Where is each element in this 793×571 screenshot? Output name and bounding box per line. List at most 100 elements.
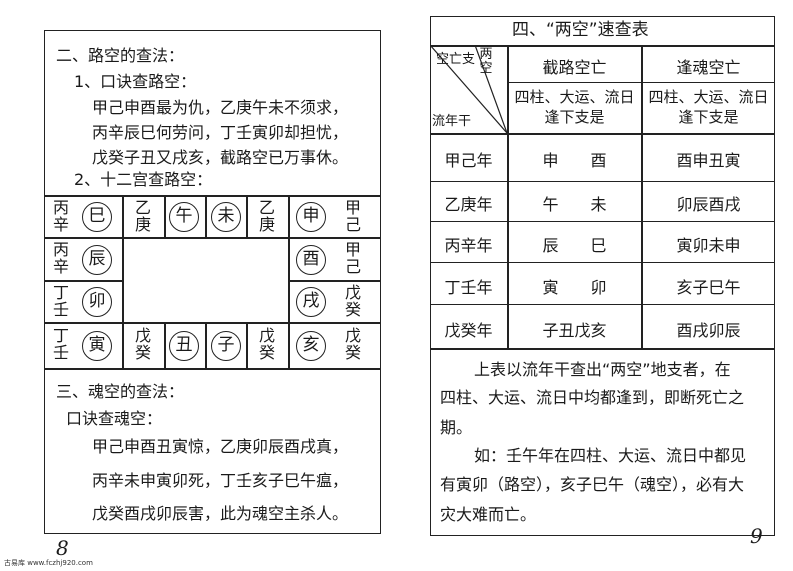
row-1-hun: 酉申丑寅 — [676, 151, 741, 170]
label-right-2: 戊癸 — [344, 283, 361, 319]
row-5-hun: 酉戌卯辰 — [676, 321, 741, 340]
verse-1-line-1: 甲己申酉最为仇，乙庚午未不须求， — [92, 98, 349, 117]
label-top-3: 乙庚 — [258, 198, 275, 234]
col-sub-hun: 四柱、大运、流日逢下支是 — [642, 87, 775, 127]
row-2-hun: 卯辰酉戌 — [676, 195, 741, 214]
grid-line-col-2b — [205, 322, 207, 368]
grid-line-right-r3 — [288, 322, 381, 324]
label-right-1: 甲己 — [344, 240, 361, 276]
branch-you: 酉 — [296, 245, 326, 275]
table-line-h3 — [430, 133, 775, 135]
grid-line-col-3b — [246, 322, 248, 368]
col-sub-lu: 四柱、大运、流日逢下支是 — [508, 87, 641, 127]
diag-label-mid: 空亡支 — [436, 52, 476, 67]
grid-line-col-1 — [164, 195, 166, 237]
grid-line-right-r1 — [288, 237, 381, 239]
col-header-lu: 截路空亡 — [542, 58, 607, 77]
grid-line-right-r2 — [288, 280, 381, 282]
table-line-h4 — [430, 181, 775, 183]
label-right-3: 戊癸 — [344, 326, 361, 362]
grid-line-inner-right — [288, 195, 290, 368]
branch-chou: 丑 — [169, 331, 199, 361]
label-top-2: 乙庚 — [134, 198, 151, 234]
row-2-lu: 午 未 — [542, 195, 607, 214]
branch-yin: 寅 — [82, 331, 112, 361]
para-1-line-1: 上表以流年干查出“两空”地支者，在 — [474, 360, 731, 379]
subsection-2-title: 2、十二宫查路空： — [74, 170, 213, 189]
col-sub-hun-text: 四柱、大运、流日逢下支是 — [648, 88, 769, 126]
row-5-lu: 子丑戊亥 — [542, 321, 607, 340]
table-line-h8 — [430, 348, 775, 350]
row-1-year: 甲己年 — [444, 151, 493, 170]
para-1-line-2: 四柱、大运、流日中均都逢到，即断死亡之 — [440, 388, 745, 407]
row-5-year: 戊癸年 — [444, 321, 493, 340]
branch-shen: 申 — [296, 202, 326, 232]
para-2-line-1: 如：壬午年在四柱、大运、流日中都见 — [474, 446, 747, 465]
section-2-title: 二、路空的查法： — [56, 46, 185, 65]
grid-line-left-r3 — [44, 322, 122, 324]
subsection-1-title: 1、口诀查路空： — [74, 72, 197, 91]
grid-line-col-1b — [164, 322, 166, 368]
left-page-frame — [44, 30, 381, 534]
grid-line-inner-left — [122, 195, 124, 368]
verse-1-line-3: 戊癸子丑又戌亥，截路空已万事休。 — [92, 148, 349, 167]
verse-2-line-1: 甲己申酉丑寅惊，乙庚卯辰酉戌真， — [92, 437, 349, 456]
col-sub-lu-text: 四柱、大运、流日逢下支是 — [514, 88, 635, 126]
row-3-year: 丙辛年 — [444, 236, 493, 255]
branch-mao: 卯 — [82, 287, 112, 317]
branch-wu: 午 — [169, 202, 199, 232]
grid-line-left-r2 — [44, 280, 122, 282]
verse-1-line-2: 丙辛辰巳何劳问，丁壬寅卯却担忧， — [92, 123, 349, 142]
para-2-line-2: 有寅卯（路空），亥子巳午（魂空），必有大 — [440, 475, 745, 494]
row-4-year: 丁壬年 — [444, 278, 493, 297]
branch-zi: 子 — [211, 331, 241, 361]
row-4-lu: 寅 卯 — [542, 278, 607, 297]
verse-2-line-2: 丙辛未申寅卯死，丁壬亥子巳午瘟， — [92, 471, 349, 490]
diagonal-header-lines — [430, 45, 508, 133]
label-top-1: 丙辛 — [52, 198, 69, 234]
row-3-hun: 寅卯未申 — [676, 236, 741, 255]
row-2-year: 乙庚年 — [444, 195, 493, 214]
branch-xu: 戌 — [296, 287, 326, 317]
footer-watermark: 古易库 www.fczhj920.com — [4, 558, 93, 568]
footer-site-url: www.fczhj920.com — [27, 559, 93, 567]
table-line-h6 — [430, 262, 775, 264]
footer-site-name: 古易库 — [4, 559, 25, 567]
branch-chen: 辰 — [82, 245, 112, 275]
table-title: 四、“两空”速查表 — [512, 20, 649, 40]
label-bottom-2: 戊癸 — [258, 326, 275, 362]
verse-2-line-3: 戊癸酉戌卯辰害，此为魂空主杀人。 — [92, 504, 349, 523]
label-left-2: 丁壬 — [52, 283, 69, 319]
table-line-h5 — [430, 221, 775, 223]
label-left-1: 丙辛 — [52, 240, 69, 276]
label-left-3: 丁壬 — [52, 326, 69, 362]
col-header-hun: 逢魂空亡 — [676, 58, 741, 77]
grid-line-inner-top — [122, 237, 288, 239]
label-top-4: 甲己 — [344, 198, 361, 234]
grid-line-col-3 — [246, 195, 248, 237]
branch-si: 巳 — [82, 202, 112, 232]
table-line-v2 — [641, 45, 643, 348]
left-page-number: 8 — [56, 536, 69, 560]
subsection-3-title: 口诀查魂空： — [66, 409, 163, 428]
label-bottom-1: 戊癸 — [134, 326, 151, 362]
grid-line-bottom — [44, 368, 381, 370]
branch-wei: 未 — [211, 202, 241, 232]
grid-line-top — [44, 195, 381, 197]
right-page-frame — [430, 16, 775, 536]
row-4-hun: 亥子巳午 — [676, 278, 741, 297]
para-2-line-3: 灾大难而亡。 — [440, 505, 537, 524]
diag-label-bottom: 流年干 — [432, 114, 472, 129]
diag-label-top: 两空 — [479, 47, 493, 76]
grid-line-left-r1 — [44, 237, 122, 239]
table-line-h1 — [430, 45, 775, 47]
table-line-v1 — [507, 45, 509, 348]
branch-hai: 亥 — [296, 331, 326, 361]
table-line-h7 — [430, 304, 775, 306]
right-page-number: 9 — [750, 524, 763, 548]
section-3-title: 三、魂空的查法： — [56, 382, 185, 401]
row-3-lu: 辰 巳 — [542, 236, 607, 255]
para-1-line-3: 期。 — [440, 418, 473, 437]
grid-line-col-2 — [205, 195, 207, 237]
row-1-lu: 申 酉 — [542, 151, 607, 170]
